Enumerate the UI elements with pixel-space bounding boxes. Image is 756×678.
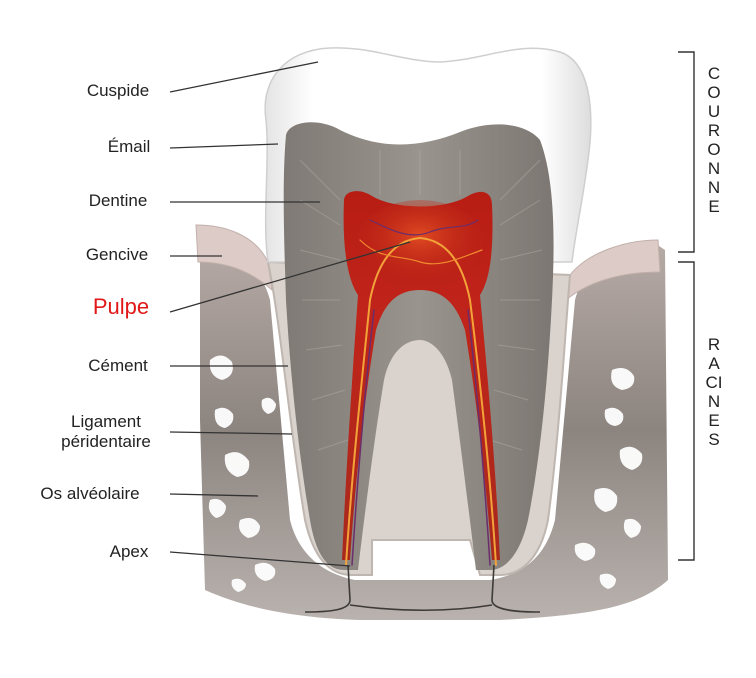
alveolar-bone xyxy=(200,240,668,620)
leader-lines xyxy=(169,61,411,567)
label-cement: Cément xyxy=(88,356,148,375)
nerves-vessels xyxy=(345,219,497,566)
pulp-glow xyxy=(355,200,485,290)
label-ligament-line2: péridentaire xyxy=(61,432,151,451)
label-gencive: Gencive xyxy=(85,245,149,264)
dentin-tubules xyxy=(299,150,543,451)
apex-vessels xyxy=(304,564,541,613)
pulp xyxy=(342,191,500,560)
section-label-couronne: COURONNE xyxy=(707,64,721,216)
label-ligament-line1: Ligament xyxy=(71,412,141,431)
label-pulpe: Pulpe xyxy=(92,294,150,319)
label-cuspide: Cuspide xyxy=(86,81,150,100)
label-os-alveolaire: Os alvéolaire xyxy=(40,484,140,503)
label-dentine: Dentine xyxy=(88,191,148,210)
section-label-racines: RACINES xyxy=(705,335,723,449)
label-email: Émail xyxy=(107,137,151,156)
label-apex: Apex xyxy=(109,542,149,561)
section-brackets xyxy=(678,51,695,561)
